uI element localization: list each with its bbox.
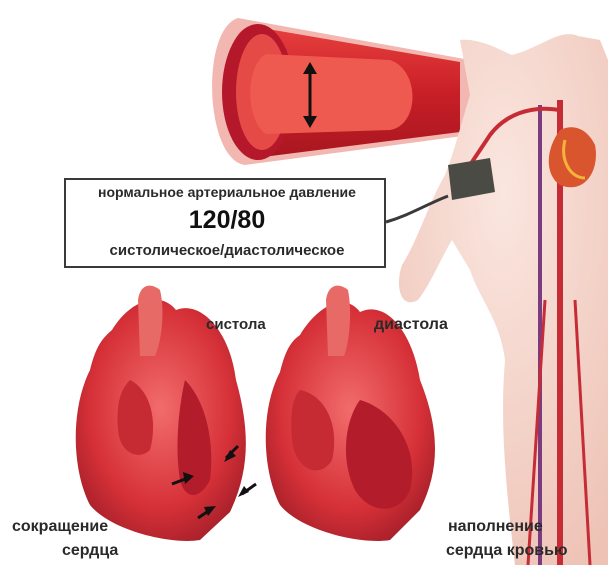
contraction-label-line2: сердца: [62, 542, 118, 560]
bp-subtitle: систолическое/диастолическое: [66, 242, 388, 259]
bp-value: 120/80: [66, 206, 388, 235]
systole-label: систола: [206, 316, 266, 333]
diastole-label: диастола: [374, 316, 448, 334]
filling-label-line1: наполнение: [448, 518, 543, 536]
artery-section-icon: [212, 18, 470, 165]
contraction-label-line1: сокращение: [12, 518, 108, 536]
filling-label-line2: сердца кровью: [446, 542, 568, 560]
bp-title: нормальное артериальное давление: [66, 184, 388, 200]
blood-pressure-box: нормальное артериальное давление 120/80 …: [64, 178, 386, 268]
